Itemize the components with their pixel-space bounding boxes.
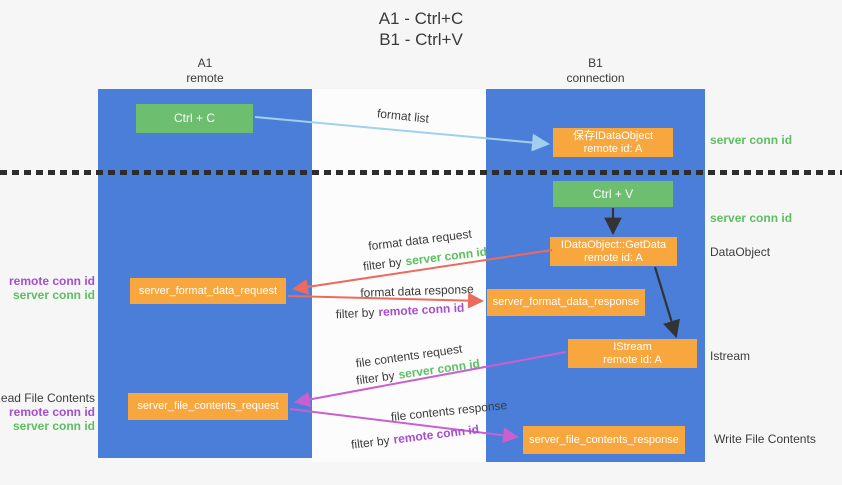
lane-header-a1-role: remote	[186, 71, 224, 85]
label-remote-conn-id-format: remote conn id	[8, 274, 95, 288]
label-remote-conn-id-file: remote conn id	[8, 405, 95, 419]
node-idataobject-getdata-line2: remote id: A	[584, 251, 643, 264]
label-server-conn-id-middle: server conn id	[710, 211, 793, 225]
node-server-file-contents-request: server_file_contents_request	[128, 393, 288, 420]
label-server-conn-id-top: server conn id	[710, 133, 793, 147]
node-ctrl-v: Ctrl + V	[553, 181, 673, 207]
node-ctrl-c-label: Ctrl + C	[173, 111, 215, 125]
lane-header-b1-name: B1	[588, 56, 603, 70]
title-line-2: B1 - Ctrl+V	[379, 30, 463, 49]
node-ctrl-v-label: Ctrl + V	[592, 186, 634, 201]
node-istream-line1: IStream	[613, 340, 652, 353]
node-server-format-data-request: server_format_data_request	[130, 278, 286, 304]
node-ctrl-c: Ctrl + C	[136, 104, 253, 133]
diagram-title: A1 - Ctrl+C B1 - Ctrl+V	[0, 8, 842, 50]
section-divider-dotted-line	[0, 170, 842, 175]
node-server-format-data-request-label: server_format_data_request	[138, 284, 278, 297]
label-dataobject: DataObject	[710, 245, 771, 259]
lane-header-a1: A1 remote	[98, 56, 312, 86]
title-line-1: A1 - Ctrl+C	[378, 9, 464, 28]
label-read-file-contents: Read File Contents	[0, 391, 95, 405]
lane-header-b1: B1 connection	[486, 56, 705, 86]
node-server-file-contents-request-label: server_file_contents_request	[137, 400, 279, 412]
label-istream: Istream	[710, 349, 751, 363]
node-idataobject-getdata: IDataObject::GetData remote id: A	[550, 237, 677, 266]
label-group-format-ids: remote conn id server conn id	[9, 274, 95, 302]
node-save-idataobject-line2: remote id: A	[583, 142, 643, 155]
node-istream-line2: remote id: A	[603, 353, 662, 366]
node-save-idataobject: 保存IDataObject remote id: A	[553, 128, 673, 157]
node-server-format-data-response: server_format_data_response	[487, 289, 645, 316]
node-save-idataobject-line1: 保存IDataObject	[572, 129, 654, 142]
node-istream: IStream remote id: A	[568, 339, 697, 368]
node-server-file-contents-response: server_file_contents_response	[523, 426, 685, 454]
filter-by-text: filter by	[335, 305, 375, 322]
node-server-format-data-response-label: server_format_data_response	[492, 296, 640, 308]
label-group-file-ids: Read File Contents remote conn id server…	[0, 391, 95, 433]
lane-header-b1-role: connection	[566, 71, 625, 85]
node-server-file-contents-response-label: server_file_contents_response	[529, 433, 679, 446]
label-server-conn-id-file: server conn id	[12, 419, 95, 433]
node-idataobject-getdata-line1: IDataObject::GetData	[560, 238, 667, 251]
label-server-conn-id-format: server conn id	[12, 288, 95, 302]
lane-header-a1-name: A1	[197, 56, 213, 70]
label-write-file-contents: Write File Contents	[714, 432, 816, 446]
